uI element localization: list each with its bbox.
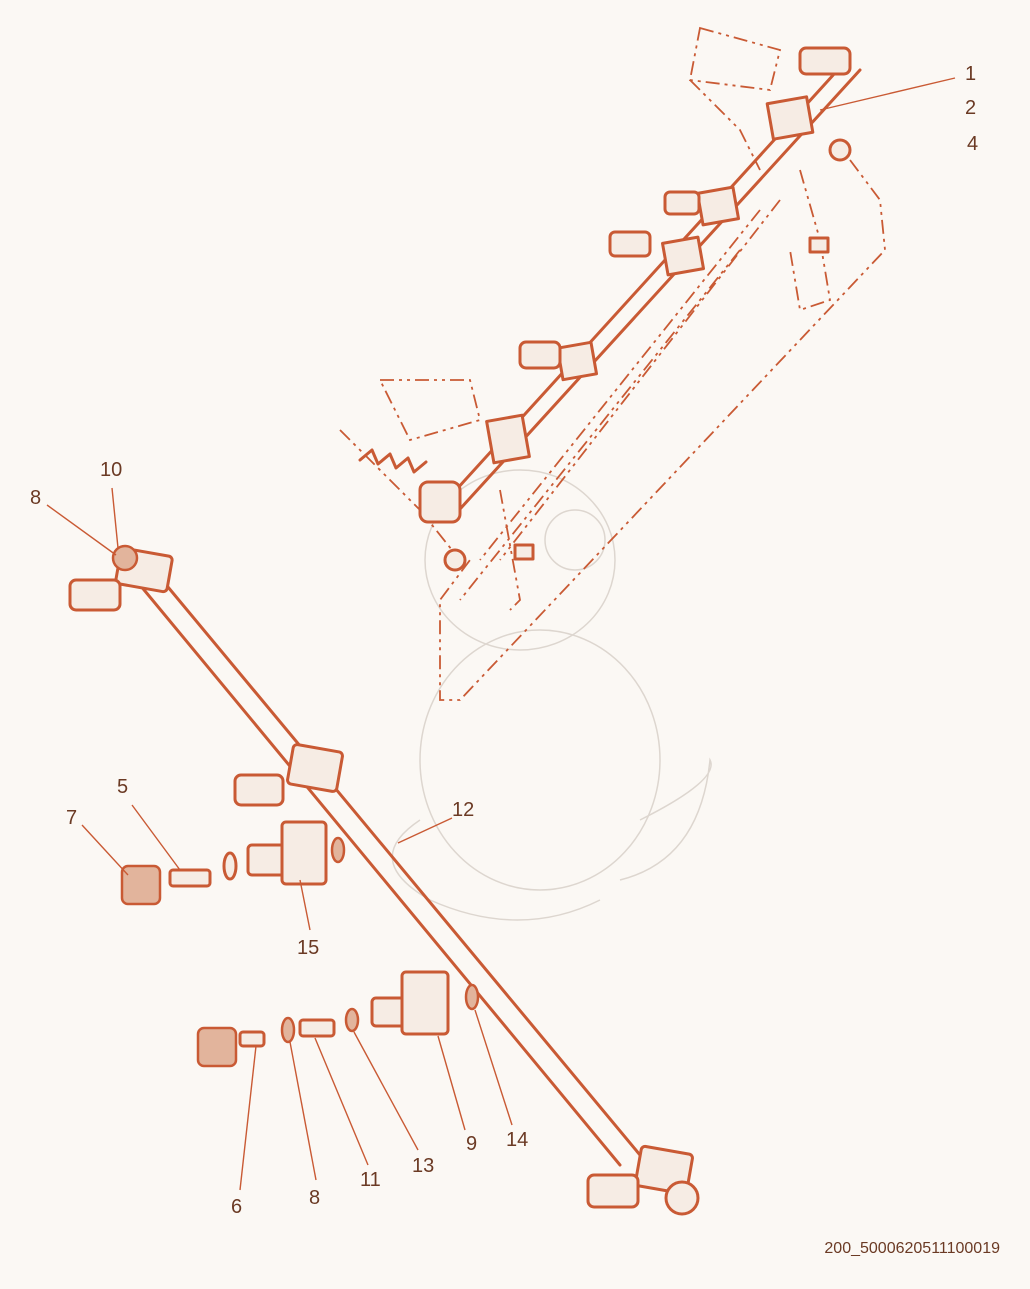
callout-5: 5 bbox=[117, 776, 129, 798]
callout-8-upper: 8 bbox=[30, 487, 42, 509]
upper-boom-assembly bbox=[339, 26, 886, 701]
callout-1: 1 bbox=[965, 63, 977, 85]
callout-15: 15 bbox=[297, 937, 320, 959]
nozzle-cap-7 bbox=[120, 864, 162, 906]
nozzle-cap-lower bbox=[196, 1026, 238, 1068]
callout-6: 6 bbox=[231, 1196, 243, 1218]
clamp-body-15 bbox=[280, 820, 328, 886]
clamp-body-9 bbox=[400, 970, 450, 1036]
threaded-insert-5 bbox=[168, 868, 212, 888]
callout-8-lower: 8 bbox=[309, 1187, 321, 1209]
watermark-figure bbox=[391, 469, 712, 921]
pin-6 bbox=[238, 1030, 266, 1048]
callout-11: 11 bbox=[360, 1169, 381, 1191]
o-ring-13 bbox=[344, 1007, 360, 1033]
callout-2: 2 bbox=[965, 97, 977, 119]
callout-4: 4 bbox=[967, 133, 979, 155]
seal-14 bbox=[464, 983, 480, 1011]
callout-10: 10 bbox=[100, 459, 123, 481]
seal-ring-upper bbox=[222, 851, 238, 881]
callout-12: 12 bbox=[452, 799, 475, 821]
drawing-code: 200_5000620511100019 bbox=[824, 1240, 1000, 1257]
lower-boom-assembly bbox=[46, 77, 956, 1216]
sleeve-11 bbox=[298, 1018, 336, 1038]
callout-7: 7 bbox=[66, 807, 78, 829]
callout-13: 13 bbox=[412, 1155, 435, 1177]
washer-8 bbox=[280, 1016, 296, 1044]
callout-14: 14 bbox=[506, 1129, 529, 1151]
callout-9: 9 bbox=[466, 1133, 478, 1155]
